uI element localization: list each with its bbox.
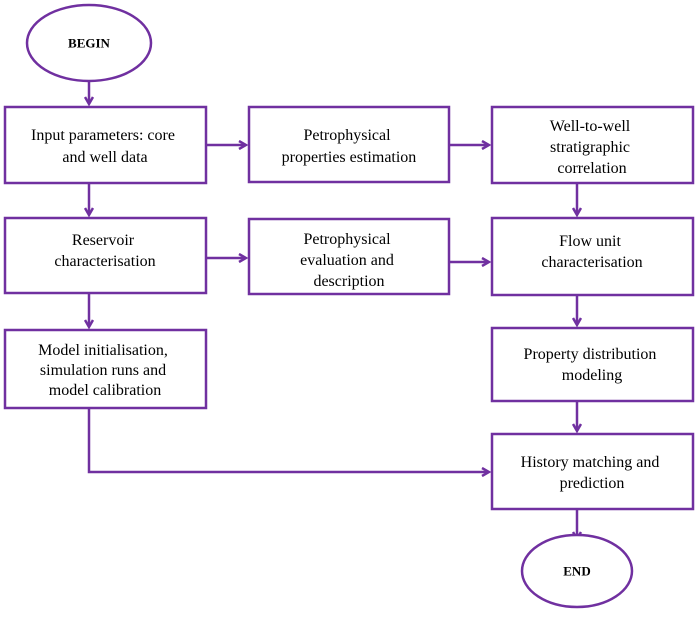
node-well-correlation: Well-to-well stratigraphic correlation: [490, 105, 695, 185]
history-matching-line-2: prediction: [560, 475, 625, 492]
node-flow-unit: Flow unit characterisation: [490, 216, 695, 297]
edges: [89, 82, 577, 539]
reservoir-characterisation-line-2: characterisation: [54, 253, 155, 270]
petrophysical-evaluation-line-1: Petrophysical: [303, 231, 391, 248]
property-distribution-line-2: modeling: [562, 367, 622, 384]
node-reservoir-characterisation: Reservoir characterisation: [3, 216, 208, 295]
node-property-distribution: Property distribution modeling: [490, 326, 695, 403]
petrophysical-evaluation-label: Petrophysical evaluation and description: [300, 231, 398, 290]
input-parameters-line-2: and well data: [62, 149, 147, 166]
flow-unit-box: [490, 216, 695, 297]
model-initialisation-label: Model initialisation, simulation runs an…: [38, 342, 172, 399]
petrophysical-evaluation-line-2: evaluation and: [300, 252, 394, 269]
node-petrophysical-properties: Petrophysical properties estimation: [247, 105, 451, 184]
model-initialisation-line-1: Model initialisation,: [38, 342, 168, 359]
well-correlation-box: [490, 105, 695, 185]
node-begin: BEGIN: [25, 3, 153, 83]
flow-unit-line-1: Flow unit: [559, 233, 621, 250]
property-distribution-line-1: Property distribution: [524, 346, 657, 363]
input-parameters-label: Input parameters: core and well data: [31, 127, 179, 166]
end-label-line: END: [563, 564, 590, 579]
model-initialisation-box: [3, 328, 208, 410]
petrophysical-properties-label: Petrophysical properties estimation: [282, 127, 417, 166]
property-distribution-box: [490, 326, 695, 403]
node-end: END: [520, 533, 634, 609]
begin-label: BEGIN: [68, 36, 111, 51]
node-model-initialisation: Model initialisation, simulation runs an…: [3, 328, 208, 410]
history-matching-box: [490, 432, 695, 511]
reservoir-characterisation-box: [3, 216, 208, 295]
flow-unit-line-2: characterisation: [541, 254, 642, 271]
node-petrophysical-evaluation: Petrophysical evaluation and description: [247, 217, 451, 296]
petrophysical-properties-box: [247, 105, 451, 184]
input-parameters-box: [3, 105, 208, 185]
end-label: END: [563, 564, 590, 579]
reservoir-characterisation-line-1: Reservoir: [72, 232, 135, 249]
property-distribution-label: Property distribution modeling: [524, 346, 661, 384]
well-correlation-line-3: correlation: [557, 160, 626, 177]
begin-label-line: BEGIN: [68, 36, 111, 51]
node-history-matching: History matching and prediction: [490, 432, 695, 511]
model-initialisation-line-3: model calibration: [49, 382, 161, 399]
node-input-parameters: Input parameters: core and well data: [3, 105, 208, 185]
history-matching-line-1: History matching and: [521, 454, 660, 471]
flow-unit-label: Flow unit characterisation: [541, 233, 642, 271]
edge-model-initialisation-to-history-matching: [87, 408, 489, 472]
begin-terminal-shape: [25, 3, 153, 83]
model-initialisation-line-2: simulation runs and: [40, 362, 166, 379]
history-matching-label: History matching and prediction: [521, 454, 664, 492]
well-correlation-line-1: Well-to-well: [550, 118, 631, 135]
petrophysical-evaluation-line-3: description: [313, 273, 384, 290]
end-terminal-shape: [520, 533, 634, 609]
petrophysical-properties-line-2: properties estimation: [282, 149, 417, 166]
well-correlation-line-2: stratigraphic: [550, 139, 630, 156]
reservoir-characterisation-label: Reservoir characterisation: [54, 232, 155, 270]
well-correlation-label: Well-to-well stratigraphic correlation: [550, 118, 634, 177]
petrophysical-properties-line-1: Petrophysical: [303, 127, 391, 144]
petrophysical-evaluation-box: [247, 217, 451, 296]
input-parameters-line-1: Input parameters: core: [31, 127, 175, 144]
